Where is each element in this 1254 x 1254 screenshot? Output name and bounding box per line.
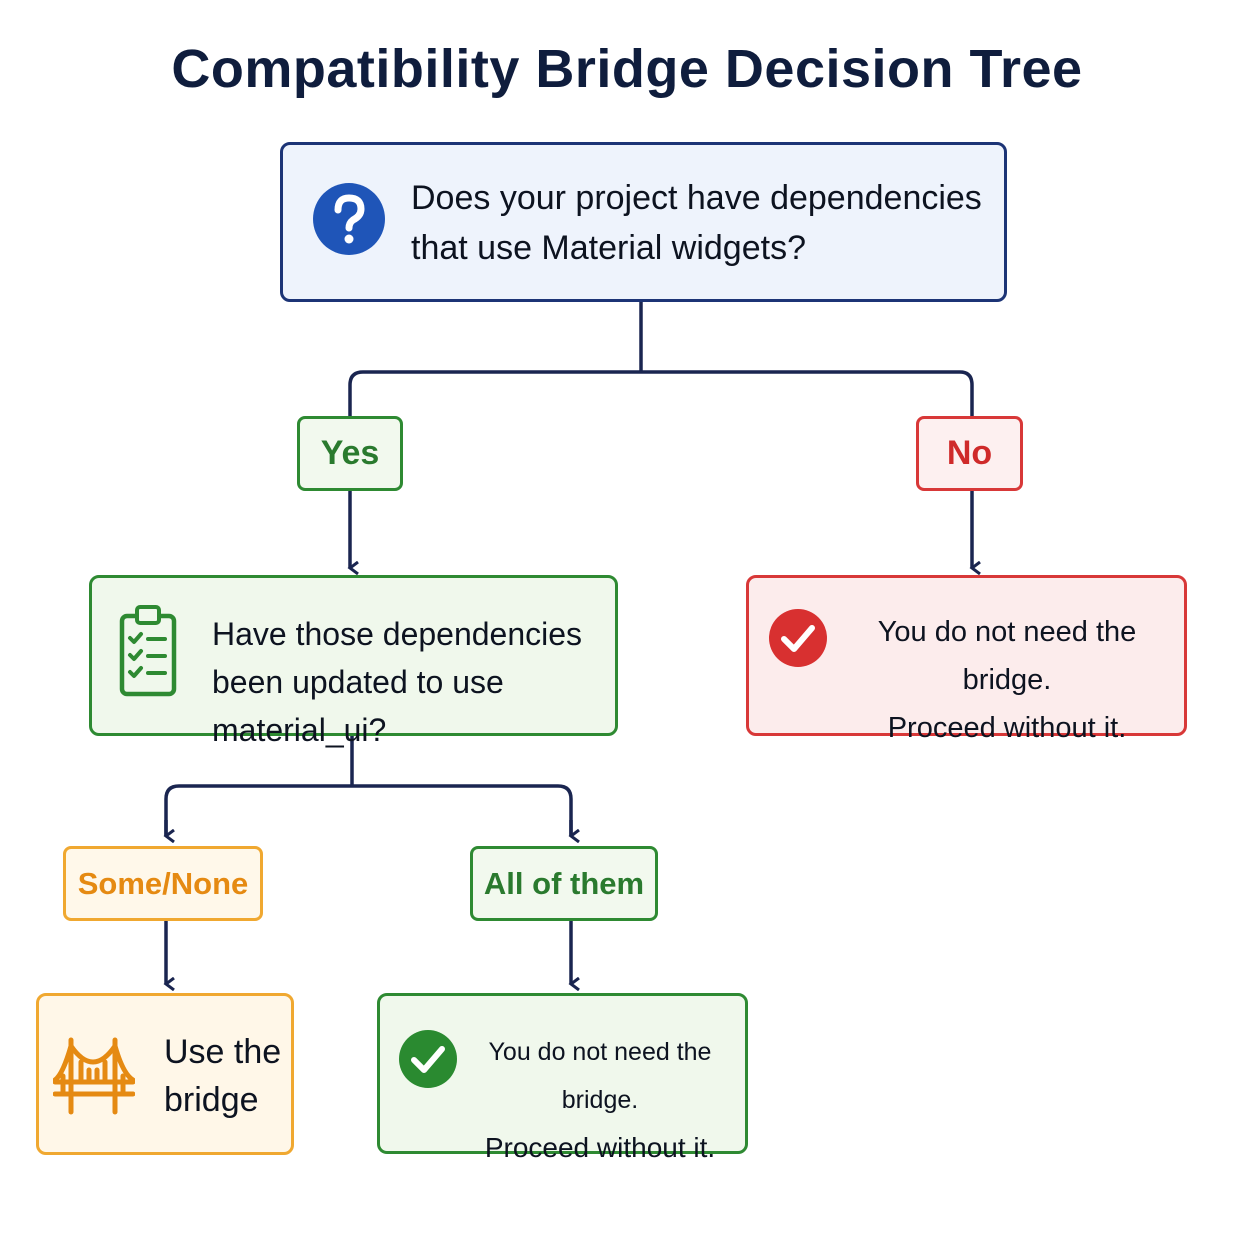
clipboard-checklist-icon — [119, 605, 177, 697]
result-no-box: You do not need the bridge. Proceed with… — [746, 575, 1187, 744]
check-circle-icon — [769, 609, 827, 667]
result-use-bridge-box: Use the bridge — [36, 993, 294, 1155]
result-use-line1: Use the — [164, 1033, 282, 1071]
result-no-line2: Proceed without it. — [887, 712, 1127, 744]
result-no-line1: You do not need the bridge. — [877, 616, 1137, 696]
branch-yes-label: Yes — [297, 416, 403, 491]
branch-some-label: Some/None — [63, 846, 263, 921]
diagram-title: Compatibility Bridge Decision Tree — [171, 39, 1083, 99]
question2-box: Have those dependencies been updated to … — [89, 575, 618, 748]
bridge-icon — [53, 1037, 135, 1115]
connector-root — [348, 302, 974, 418]
question-icon — [313, 183, 385, 255]
check-circle-icon — [399, 1030, 457, 1088]
result-use-line2: bridge — [164, 1081, 259, 1119]
result-all-line1: You do not need the bridge. — [488, 1038, 712, 1114]
root-question-line2: that use Material widgets? — [411, 229, 806, 267]
branch-all-label: All of them — [470, 846, 658, 921]
question2-line2: been updated to use material_ui? — [212, 664, 504, 748]
root-question-line1: Does your project have dependencies — [411, 179, 982, 217]
result-all-line2: Proceed without it. — [484, 1132, 716, 1163]
root-question-box: Does your project have dependencies that… — [280, 142, 1007, 302]
result-all-box: You do not need the bridge. Proceed with… — [377, 993, 748, 1163]
question2-line1: Have those dependencies — [212, 616, 583, 652]
branch-no-label: No — [916, 416, 1023, 491]
connector-q2 — [164, 736, 573, 836]
